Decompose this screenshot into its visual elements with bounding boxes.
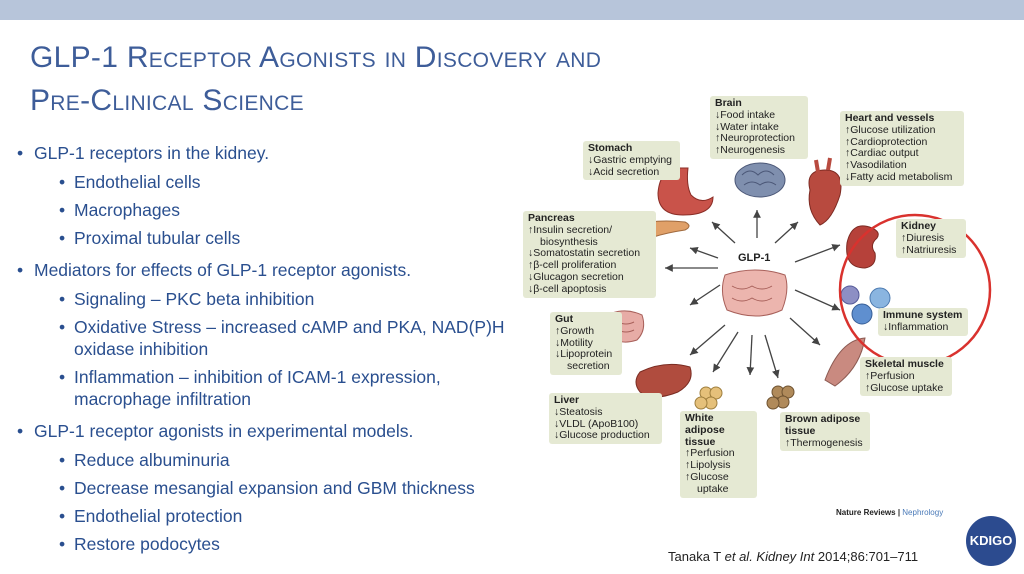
box-line: ↑Growth: [555, 324, 595, 337]
kidney-box: Kidney ↑Diuresis ↑Natriuresis: [896, 219, 966, 259]
journal-credit: Nature Reviews | Nephrology: [836, 508, 944, 517]
skeletal-title: Skeletal muscle: [865, 358, 944, 370]
bullet-mediators: Mediators for effects of GLP-1 receptor …: [14, 259, 524, 281]
credit-journal: Nature Reviews: [836, 508, 896, 517]
box-line: ↓VLDL (ApoB100): [554, 417, 639, 430]
muscle-icon: [824, 337, 866, 387]
skeletal-muscle-box: Skeletal muscle ↑Perfusion ↑Glucose upta…: [860, 357, 952, 397]
sub-bullet: Endothelial protection: [14, 505, 524, 527]
heart-title: Heart and vessels: [845, 112, 935, 124]
box-line: ↓Water intake: [715, 120, 779, 133]
box-line: ↓Motility: [555, 336, 593, 349]
citation-authors: Tanaka T: [668, 549, 725, 564]
citation-ref: 2014;86:701–711: [814, 549, 919, 564]
immune-title: Immune system: [883, 309, 963, 321]
glp1-label: GLP-1: [738, 252, 771, 264]
box-line: ↑Glucose: [685, 470, 729, 483]
box-line: ↑Natriuresis: [901, 243, 957, 256]
box-line: ↓Acid secretion: [588, 165, 660, 178]
box-line: ↑Insulin secretion/: [528, 223, 613, 236]
box-line: ↓Food intake: [715, 108, 776, 121]
gut-box: Gut ↑Growth ↓Motility ↓Lipoprotein secre…: [550, 312, 622, 375]
sub-bullet: Oxidative Stress – increased cAMP and PK…: [14, 316, 524, 360]
immune-box: Immune system ↓Inflammation: [878, 308, 968, 336]
brown-adipose-icon: [766, 385, 795, 410]
liver-icon: [635, 363, 692, 398]
brown-adipose-box: Brown adipose tissue ↑Thermogenesis: [780, 412, 870, 452]
box-line: ↑Cardioprotection: [845, 135, 928, 148]
sub-bullet: Endothelial cells: [14, 171, 524, 193]
stomach-title: Stomach: [588, 142, 633, 154]
heart-box: Heart and vessels ↑Glucose utilization ↑…: [840, 111, 964, 186]
box-line: ↑Perfusion: [685, 447, 735, 460]
pancreas-box: Pancreas ↑Insulin secretion/ biosynthesi…: [523, 211, 656, 298]
immune-cells-icon: [840, 285, 891, 325]
box-line: ↓Glucose production: [554, 429, 650, 442]
sub-bullet: Restore podocytes: [14, 533, 524, 555]
sub-bullet: Signaling – PKC beta inhibition: [14, 288, 524, 310]
title-line-2: Pre-Clinical Science: [30, 84, 304, 117]
box-line: secretion: [567, 360, 610, 373]
box-line: ↑Glucose utilization: [845, 123, 936, 136]
citation: Tanaka T et al. Kidney Int 2014;86:701–7…: [668, 549, 918, 564]
box-line: ↑Perfusion: [865, 369, 915, 382]
citation-journal: Kidney Int: [752, 549, 815, 564]
brain-icon: [734, 162, 786, 198]
white-adipose-title: White adipose tissue: [685, 412, 725, 448]
white-adipose-box: White adipose tissue ↑Perfusion ↑Lipolys…: [680, 411, 757, 498]
slide-title: GLP-1 Receptor Agonists in Discovery and…: [30, 36, 830, 122]
liver-box: Liver ↓Steatosis ↓VLDL (ApoB100) ↓Glucos…: [549, 393, 662, 445]
box-line: biosynthesis: [540, 235, 598, 248]
box-line: ↓Somatostatin secretion: [528, 247, 641, 260]
pancreas-title: Pancreas: [528, 212, 575, 224]
sub-bullet: Inflammation – inhibition of ICAM-1 expr…: [14, 366, 524, 410]
box-line: ↓Steatosis: [554, 405, 603, 418]
citation-etal: et al.: [724, 549, 753, 564]
kidney-icon: [846, 225, 879, 269]
sub-bullet: Proximal tubular cells: [14, 227, 524, 249]
sub-bullet: Macrophages: [14, 199, 524, 221]
box-line: ↑β-cell proliferation: [528, 259, 617, 272]
arrows: [665, 210, 841, 379]
box-line: ↓Lipoprotein: [555, 348, 613, 361]
box-line: ↓Gastric emptying: [588, 153, 673, 166]
box-line: ↓Fatty acid metabolism: [845, 170, 953, 183]
box-line: ↑Neuroprotection: [715, 132, 795, 145]
kdigo-logo: KDIGO: [966, 516, 1016, 566]
liver-title: Liver: [554, 394, 580, 406]
title-line-1: GLP-1 Receptor Agonists in Discovery and: [30, 41, 602, 74]
credit-section: Nephrology: [902, 508, 944, 517]
box-line: ↑Thermogenesis: [785, 436, 863, 449]
brain-title: Brain: [715, 97, 742, 109]
box-line: ↑Vasodilation: [845, 159, 907, 172]
glp1-intestine-icon: [721, 269, 788, 317]
box-line: ↓β-cell apoptosis: [528, 282, 607, 295]
box-line: ↑Lipolysis: [685, 459, 731, 472]
bullet-list: GLP-1 receptors in the kidney. Endotheli…: [14, 142, 524, 561]
stomach-box: Stomach ↓Gastric emptying ↓Acid secretio…: [583, 141, 680, 181]
top-bar: [0, 0, 1024, 20]
brain-box: Brain ↓Food intake ↓Water intake ↑Neurop…: [710, 96, 808, 159]
box-line: ↑Neurogenesis: [715, 144, 786, 157]
box-line: ↓Glucagon secretion: [528, 270, 624, 283]
gut-title: Gut: [555, 313, 574, 325]
box-line: uptake: [697, 482, 729, 495]
kidney-title: Kidney: [901, 220, 937, 232]
sub-bullet: Reduce albuminuria: [14, 449, 524, 471]
box-line: ↑Glucose uptake: [865, 381, 944, 394]
bullet-experimental-models: GLP-1 receptor agonists in experimental …: [14, 420, 524, 442]
brown-adipose-title: Brown adipose tissue: [785, 413, 861, 437]
bullet-kidney-receptors: GLP-1 receptors in the kidney.: [14, 142, 524, 164]
box-line: ↓Inflammation: [883, 320, 949, 333]
box-line: ↑Diuresis: [901, 231, 945, 244]
box-line: ↑Cardiac output: [845, 147, 919, 160]
heart-icon: [808, 157, 842, 226]
sub-bullet: Decrease mesangial expansion and GBM thi…: [14, 477, 524, 499]
white-adipose-icon: [694, 386, 723, 410]
